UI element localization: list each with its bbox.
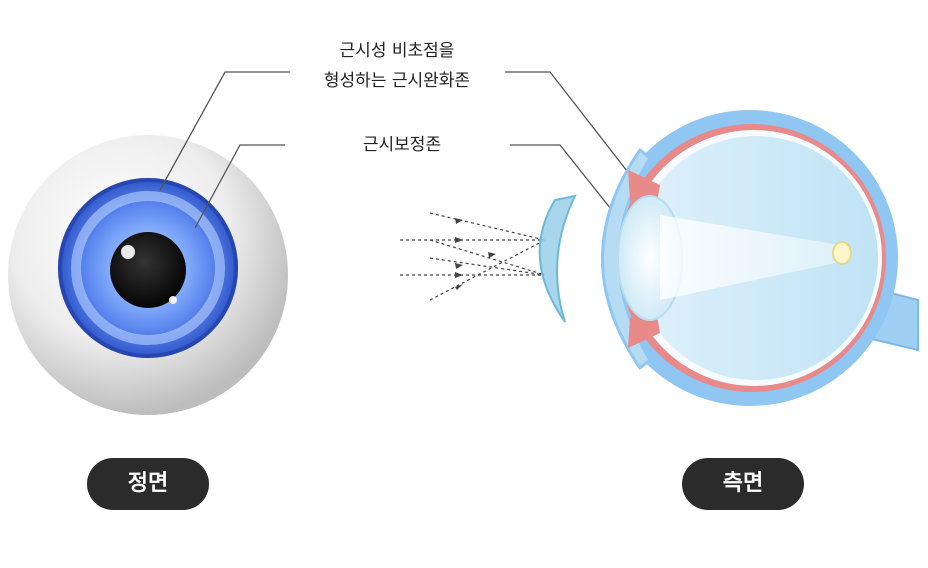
callout-myopic-zone: 근시성 비초점을 형성하는 근시완화존 <box>292 36 502 96</box>
label-side: 측면 <box>682 458 804 510</box>
callout-myopic-zone-line1: 근시성 비초점을 <box>292 36 502 66</box>
side-eye-cross-section-icon <box>602 110 918 406</box>
ray-arrowheads <box>455 218 496 290</box>
label-front: 정면 <box>87 458 209 510</box>
callout-correction-zone: 근시보정존 <box>332 130 472 160</box>
contact-lens-icon <box>540 196 575 322</box>
light-ray-arrows-icon <box>400 213 545 300</box>
front-eyeball-icon <box>8 135 288 415</box>
callout-myopic-zone-line2: 형성하는 근시완화존 <box>292 66 502 96</box>
